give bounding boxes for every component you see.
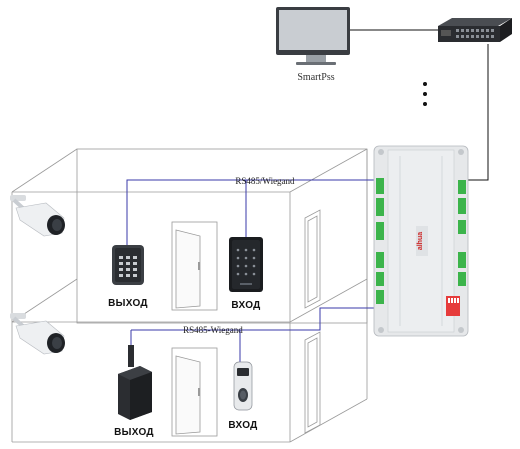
floor2-entry-label: ВХОД [228,420,257,431]
ellipsis-dots [423,82,427,106]
network-switch-icon [438,18,512,42]
ip-camera-icon [10,313,65,355]
controller-brand: alhua [417,232,424,250]
proximity-reader-icon [118,345,152,420]
door-icon [171,347,218,437]
switch-to-controller-line [465,44,489,181]
bus-label-lower: RS485-Wiegand [183,325,243,335]
door-icon [171,221,218,311]
bus-label-upper: RS485/Wiegand [235,176,295,186]
fingerprint-reader-icon [233,361,253,411]
monitor-icon [276,7,350,65]
card-reader-icon [229,237,263,292]
ip-camera-icon [10,195,65,237]
building-outline [11,148,368,443]
floor2-exit-label: ВЫХОД [114,427,154,438]
floor1-exit-label: ВЫХОД [108,298,148,309]
network-lines [350,29,489,181]
floor1-entry-label: ВХОД [231,300,260,311]
keypad-reader-icon [112,245,144,285]
controller-icon: alhua [373,145,469,337]
server-label: SmartPss [297,72,334,83]
bus-lines [126,179,378,362]
